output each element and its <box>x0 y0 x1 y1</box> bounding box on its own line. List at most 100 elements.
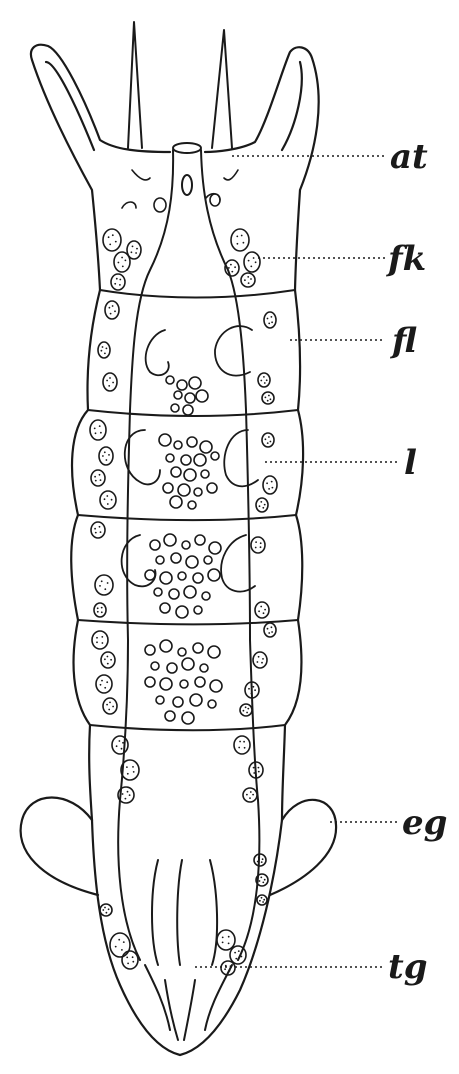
cell-speck <box>270 480 273 483</box>
cell <box>177 571 187 581</box>
cell <box>102 228 122 252</box>
cell-speck <box>249 791 252 793</box>
cell <box>201 591 211 601</box>
cell <box>121 950 139 970</box>
cell <box>179 679 189 689</box>
cell-speck <box>98 525 101 528</box>
cell-speck <box>107 236 110 239</box>
cell-speck <box>266 442 269 444</box>
tail-folds <box>117 799 261 1041</box>
cell-speck <box>104 352 106 355</box>
cell-speck <box>234 951 237 954</box>
cell-speck <box>269 440 272 443</box>
cell <box>94 574 114 596</box>
cell <box>185 555 199 569</box>
cell-speck <box>121 265 124 268</box>
cell <box>199 663 209 673</box>
cell-speck <box>268 488 270 490</box>
cell-speck <box>246 711 249 714</box>
cell-speck <box>109 243 112 246</box>
cell <box>257 372 271 388</box>
cell-speck <box>244 706 247 709</box>
cell-speck <box>258 610 260 613</box>
cell <box>163 533 177 547</box>
cell-speck <box>100 580 103 583</box>
cell <box>192 642 204 654</box>
cell-speck <box>105 911 108 914</box>
cell <box>173 440 183 450</box>
label-fl: fl <box>392 321 417 361</box>
cell <box>97 341 111 359</box>
cell-speck <box>94 432 97 435</box>
cell <box>193 453 207 467</box>
cell-speck <box>224 968 227 971</box>
cell <box>188 376 202 390</box>
cell <box>172 696 184 708</box>
cell-speck <box>243 746 246 749</box>
cell-speck <box>254 261 257 264</box>
cell <box>220 960 236 976</box>
cell-speck <box>106 655 109 658</box>
cell-speck <box>271 321 273 324</box>
cell <box>255 873 269 887</box>
cell-speck <box>228 969 231 972</box>
cell-speck <box>270 626 273 629</box>
label-l: l <box>404 443 417 483</box>
cell <box>170 552 182 564</box>
cell <box>255 497 269 513</box>
cell-stipple <box>93 234 274 972</box>
cell-speck <box>242 241 245 244</box>
cell <box>144 676 156 688</box>
cell-speck <box>250 278 252 280</box>
cell-speck <box>124 259 127 262</box>
cell-speck <box>257 770 260 773</box>
cell-speck <box>264 608 266 611</box>
cell-speck <box>256 860 259 863</box>
cell-speck <box>94 479 97 482</box>
cell-speck <box>102 909 105 911</box>
cell <box>194 676 206 688</box>
lateral-lobes <box>120 325 259 593</box>
cell <box>165 453 175 463</box>
head-spines <box>127 21 233 149</box>
cell-speck <box>252 685 255 688</box>
cell-speck <box>114 945 117 948</box>
cell <box>206 482 218 494</box>
cell-speck <box>106 495 109 497</box>
cell <box>244 681 260 699</box>
cell <box>193 605 203 615</box>
cell-speck <box>122 741 124 744</box>
cell <box>104 300 120 320</box>
cell <box>93 602 107 618</box>
cell-speck <box>246 793 248 796</box>
cell-speck <box>99 531 102 533</box>
cell-speck <box>266 627 269 630</box>
cell-speck <box>260 896 263 899</box>
cell-speck <box>260 861 263 863</box>
cell-speck <box>112 705 114 708</box>
cell <box>95 674 113 694</box>
cell-speck <box>94 531 97 534</box>
cell-speck <box>268 632 271 634</box>
cell <box>155 555 165 565</box>
cell-speck <box>96 636 98 639</box>
cell-speck <box>247 707 250 710</box>
cell <box>184 392 196 404</box>
cell-speck <box>104 906 106 909</box>
cell-speck <box>262 658 264 660</box>
cell <box>203 555 213 565</box>
cell-speck <box>101 642 104 644</box>
cell-speck <box>120 747 123 750</box>
cell-speck <box>105 459 108 461</box>
cell-speck <box>249 797 251 799</box>
cell-speck <box>132 771 135 773</box>
cell <box>181 540 191 550</box>
cell-speck <box>250 265 253 268</box>
cell-speck <box>110 498 113 501</box>
cell <box>144 644 156 656</box>
cell-speck <box>100 349 103 352</box>
cell-speck <box>118 740 121 742</box>
cell <box>210 451 220 461</box>
cell-speck <box>228 267 230 269</box>
cell-speck <box>237 950 240 952</box>
